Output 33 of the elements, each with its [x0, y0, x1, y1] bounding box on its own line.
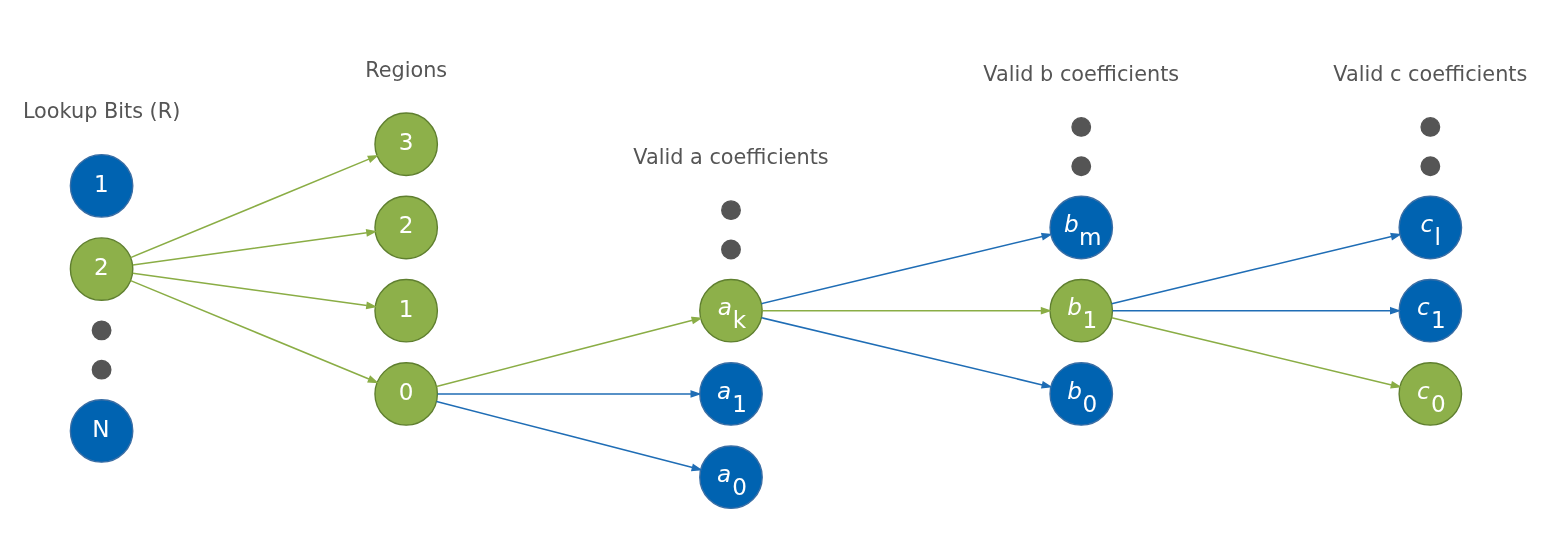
node-circle: 2 — [69, 236, 134, 301]
node-circle: 1 — [374, 278, 439, 343]
label: Valid b coefficients — [983, 61, 1180, 86]
label: Lookup Bits (R) — [22, 98, 181, 123]
node-circle: 3 — [374, 111, 439, 176]
label: Regions — [365, 57, 448, 82]
node-circle — [721, 199, 741, 220]
arrow — [760, 232, 1053, 304]
node-circle — [91, 359, 112, 380]
node-circle — [721, 239, 741, 259]
node-circle — [1420, 155, 1441, 176]
arrow — [132, 272, 378, 309]
arrow — [436, 389, 702, 398]
arrow — [132, 228, 378, 266]
node-circle — [1420, 116, 1441, 137]
node-circle: 0 — [374, 361, 439, 426]
arrow — [1110, 232, 1402, 304]
arrow — [435, 400, 703, 471]
arrow — [1110, 316, 1402, 389]
node-circle: N — [69, 398, 134, 463]
arrow — [760, 316, 1053, 389]
arrow — [435, 316, 703, 387]
arrow — [1111, 306, 1402, 315]
node-circle: 2 — [374, 195, 439, 259]
node-circle — [1071, 155, 1092, 176]
node-circle — [91, 319, 112, 340]
arrow — [129, 154, 379, 258]
label: Valid c coefficients — [1333, 61, 1528, 86]
arrow — [761, 306, 1052, 315]
node-circle — [1071, 116, 1092, 137]
arrow — [129, 279, 379, 383]
node-circle: 1 — [69, 153, 134, 218]
label: Valid a coefficients — [633, 144, 829, 169]
